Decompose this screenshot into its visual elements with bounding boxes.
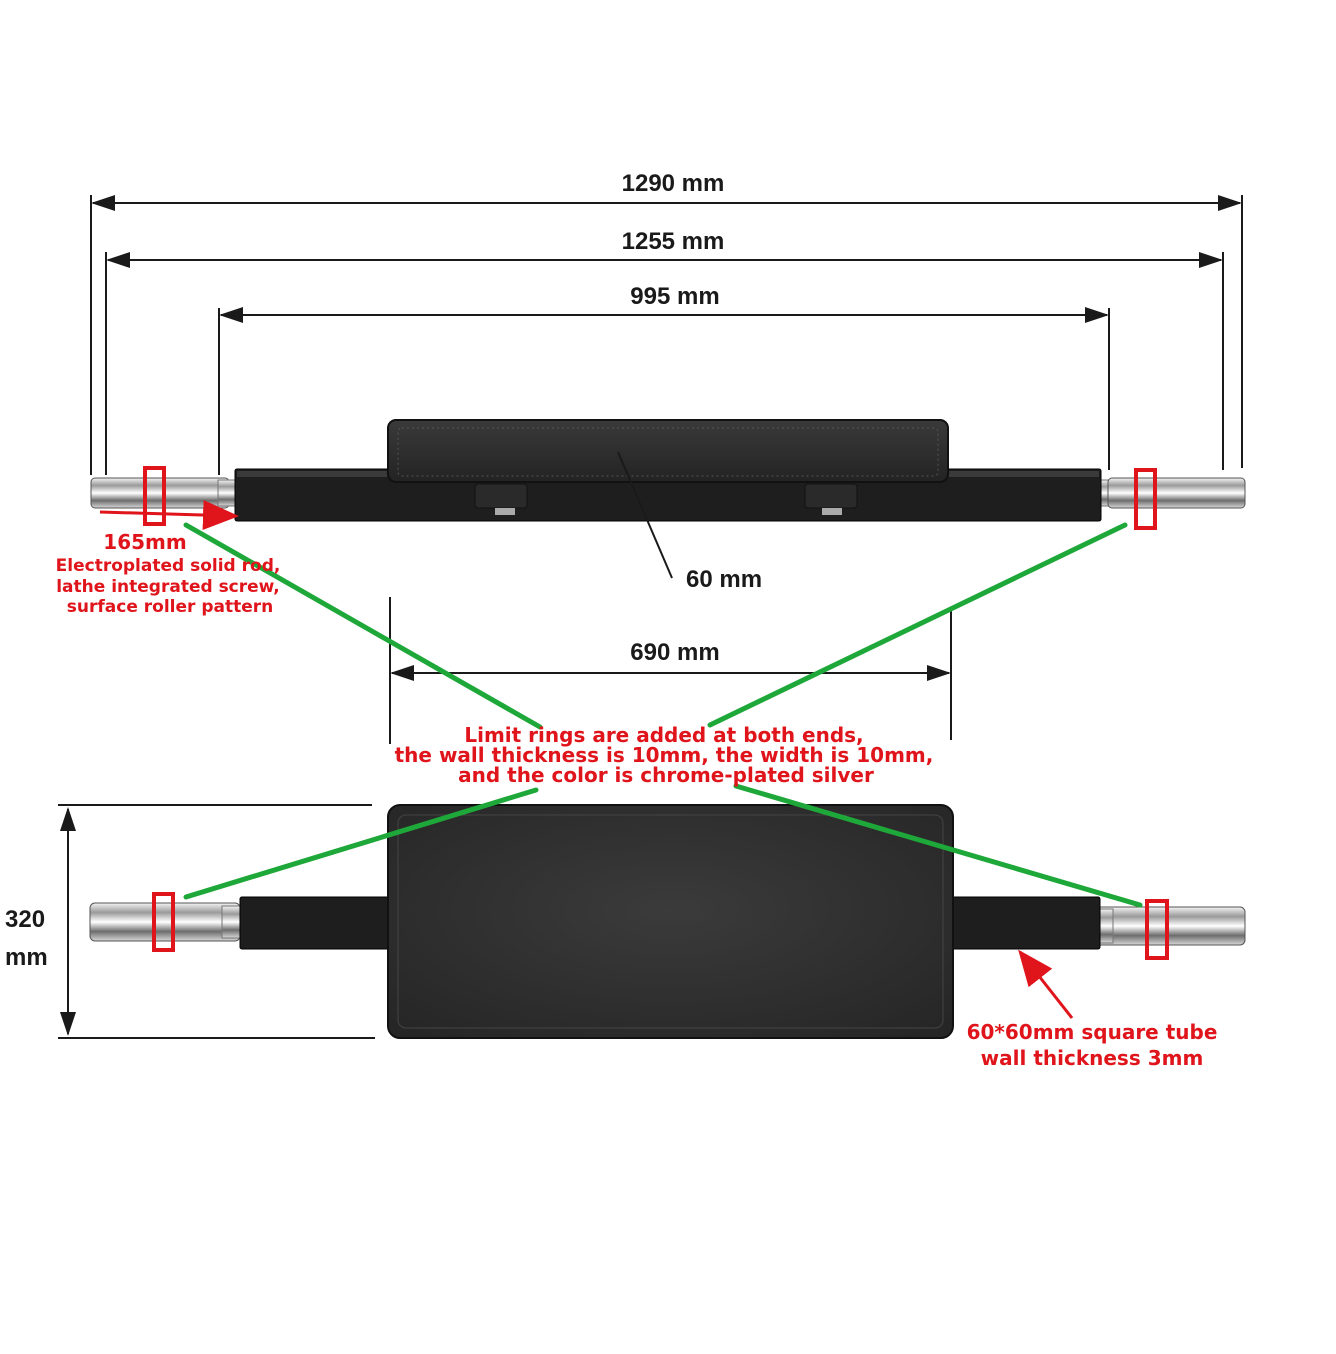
left-chrome-rod-plan bbox=[89, 902, 241, 942]
right-chrome-rod-plan bbox=[1094, 906, 1246, 946]
limit-ring-box-right-plan bbox=[1145, 899, 1169, 960]
rod-desc-line3: surface roller pattern bbox=[67, 597, 273, 617]
pad-plan bbox=[387, 804, 954, 1039]
left-limit-ring-plan bbox=[221, 905, 243, 939]
dim-label-690: 690 mm bbox=[630, 639, 719, 666]
dim-label-1290: 1290 mm bbox=[622, 170, 725, 197]
pad-foot-right bbox=[804, 483, 858, 509]
left-chrome-rod-side bbox=[90, 477, 237, 509]
pad-length-dimension: 690 mm bbox=[389, 597, 952, 744]
tube-annotation: 60*60mm square tube wall thickness 3mm bbox=[967, 1020, 1218, 1070]
dim-label-995: 995 mm bbox=[630, 283, 719, 310]
rod-desc-line1: Electroplated solid rod, bbox=[56, 556, 281, 576]
dim-label-60: 60 mm bbox=[686, 566, 762, 593]
tube-line1: 60*60mm square tube bbox=[967, 1020, 1218, 1044]
limit-ring-box-left-side bbox=[143, 466, 166, 526]
side-view: 1290 mm 1255 mm 995 mm 60 mm bbox=[90, 170, 1246, 593]
dim-label-320-value: 320 bbox=[5, 906, 45, 933]
tube-arrow bbox=[1018, 949, 1074, 1019]
rod-annotation: 165mm Electroplated solid rod, lathe int… bbox=[56, 530, 281, 617]
bolt-right bbox=[822, 508, 842, 515]
pad-side bbox=[387, 419, 949, 483]
pad-foot-left bbox=[474, 483, 528, 509]
limit-line3: and the color is chrome-plated silver bbox=[458, 763, 874, 787]
dim-label-1255: 1255 mm bbox=[622, 228, 725, 255]
plan-view: 320 mm bbox=[5, 804, 1246, 1039]
rod-length-label: 165mm bbox=[103, 530, 186, 554]
pad-stitching bbox=[397, 427, 939, 477]
dim-label-320-unit: mm bbox=[5, 944, 48, 971]
extension-lines-top bbox=[90, 195, 1243, 475]
limit-ring-box-right-side bbox=[1134, 468, 1157, 530]
rod-desc-line2: lathe integrated screw, bbox=[56, 577, 280, 597]
bolt-left bbox=[495, 508, 515, 515]
right-chrome-rod-side bbox=[1099, 477, 1246, 509]
green-leader-lines bbox=[183, 522, 1143, 908]
rod-length-arrow bbox=[99, 500, 239, 531]
tube-line2: wall thickness 3mm bbox=[981, 1046, 1204, 1070]
leader-60mm bbox=[617, 451, 673, 579]
limit-ring-annotation: Limit rings are added at both ends, the … bbox=[395, 723, 934, 787]
limit-ring-box-left-plan bbox=[152, 892, 175, 952]
limit-line1: Limit rings are added at both ends, bbox=[464, 723, 863, 747]
pad-plan-stitching bbox=[397, 814, 944, 1029]
limit-line2: the wall thickness is 10mm, the width is… bbox=[395, 743, 934, 767]
